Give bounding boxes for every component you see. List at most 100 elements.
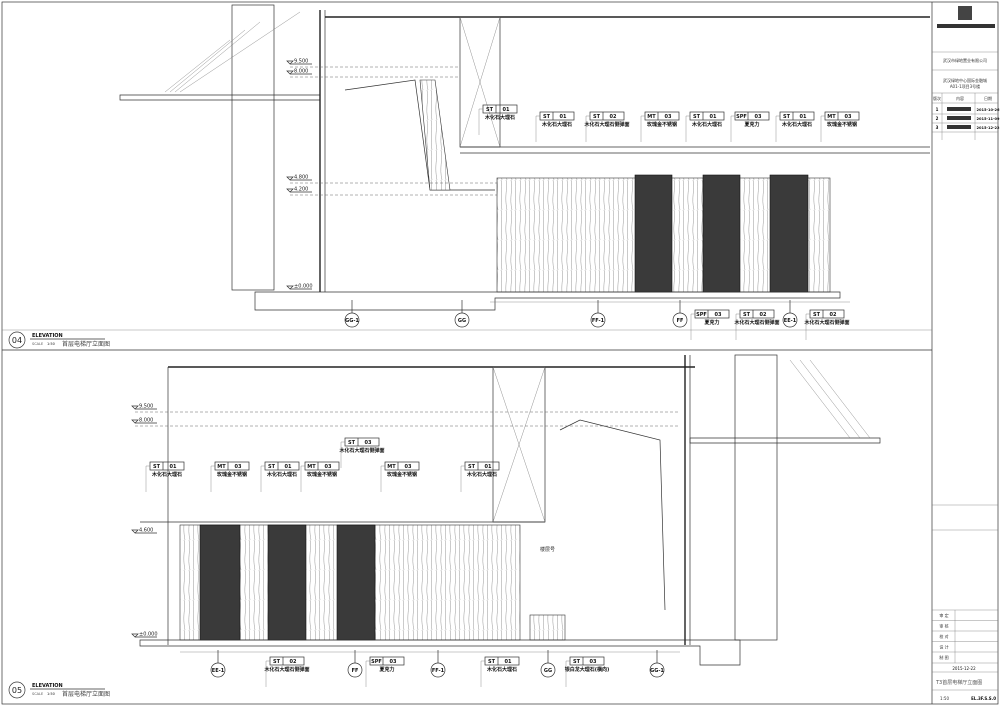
tag-number: 01 <box>285 464 292 470</box>
grid-label: FF-1 <box>592 318 605 324</box>
tag-description: 夏克力 <box>743 121 759 128</box>
grid-label: GG-1 <box>650 668 664 674</box>
level-triangle-icon <box>286 176 294 181</box>
drawing-title: T3首层电梯厅立面图 <box>935 679 982 686</box>
tag-number: 03 <box>365 440 372 446</box>
elevation-number-bubble <box>8 681 26 699</box>
tag-number: 03 <box>715 312 722 318</box>
scale-label: SCALE <box>32 692 43 696</box>
sign-row-label: 设 计 <box>939 644 948 650</box>
revision-date: 2015-10-26 <box>977 108 1000 112</box>
level-marker: 8.000 <box>131 418 157 424</box>
tag-number: 03 <box>325 464 332 470</box>
elevator-door <box>199 524 241 641</box>
level-marker: 8.000 <box>286 69 312 75</box>
tag-code: ST <box>573 659 581 665</box>
tag-code: ST <box>543 114 551 120</box>
tag-description: 木化石大理石 <box>484 114 515 121</box>
column <box>231 4 275 291</box>
tag-code: ST <box>783 114 791 120</box>
level-triangle-icon <box>286 285 294 290</box>
revision-header: 版次 <box>933 95 941 101</box>
revision-header: 内容 <box>956 95 964 101</box>
revision-date: 2015-11-09 <box>977 117 1000 121</box>
sign-row-label: 审 定 <box>939 612 948 618</box>
elevator-door <box>336 524 376 641</box>
tag-description: 木化石大理石侧弹面 <box>583 121 629 128</box>
tag-number: 01 <box>800 114 807 120</box>
scale-value: 1:50 <box>47 342 55 346</box>
tag-description: 玫瑰金不锈钢 <box>647 121 677 128</box>
tag-description: 木化石大理石 <box>781 121 812 128</box>
tag-description: 夏克力 <box>703 319 719 326</box>
grid-label: FF-1 <box>432 668 445 674</box>
tag-number: 01 <box>503 107 510 113</box>
title-block-scale: 1:50 <box>940 696 949 701</box>
tag-description: 木化石大理石 <box>151 471 182 478</box>
project-name: 武汉绿地中心国际金融城 <box>943 77 987 83</box>
grid-bubble: FF-1 <box>590 300 606 328</box>
canopy-cables <box>789 359 871 439</box>
level-triangle-icon <box>286 188 294 193</box>
column <box>734 354 778 641</box>
grid-bubble: GG-1 <box>344 300 359 328</box>
tag-number: 03 <box>235 464 242 470</box>
tag-description: 木化石大理石侧弹面 <box>803 319 849 326</box>
level-triangle-icon <box>131 529 139 534</box>
tag-code: MT <box>827 114 836 120</box>
level-value: 9.500 <box>294 59 308 65</box>
tag-number: 01 <box>485 464 492 470</box>
tag-code: SPF <box>371 659 382 665</box>
tag-code: ST <box>468 464 476 470</box>
company-name-redacted <box>937 24 995 28</box>
level-triangle-icon <box>131 405 139 410</box>
tag-description: 木化石大理石 <box>466 471 497 478</box>
tag-code: SPF <box>736 114 747 120</box>
tag-code: MT <box>387 464 396 470</box>
tag-number: 03 <box>405 464 412 470</box>
revision-number: 3 <box>936 125 939 130</box>
tag-code: ST <box>693 114 701 120</box>
elevation-number-bubble <box>8 331 26 349</box>
grid-label: FF <box>677 318 684 324</box>
elevator-door <box>769 174 809 293</box>
revision-content-redacted <box>947 116 971 120</box>
tag-number: 02 <box>610 114 617 120</box>
opening-cross <box>459 16 501 148</box>
marble-return <box>419 79 451 191</box>
tag-number: 02 <box>830 312 837 318</box>
level-value: 8.000 <box>294 69 308 75</box>
grid-circle <box>672 312 688 328</box>
tag-code: ST <box>268 464 276 470</box>
tag-number: 02 <box>290 659 297 665</box>
elevation-heading: ELEVATION <box>32 683 63 689</box>
tag-description: 玫瑰金不锈钢 <box>387 471 417 478</box>
scale-label: SCALE <box>32 342 43 346</box>
tag-description: 木化石大理石 <box>266 471 297 478</box>
tag-number: 03 <box>590 659 597 665</box>
sign-row-label: 校 对 <box>939 633 948 639</box>
tag-code: ST <box>153 464 161 470</box>
elevation-number: 04 <box>12 336 22 345</box>
tag-code: MT <box>217 464 226 470</box>
tag-number: 01 <box>170 464 177 470</box>
elevator-door <box>702 174 741 293</box>
tag-code: SPF <box>696 312 707 318</box>
grid-label: FF <box>352 668 359 674</box>
